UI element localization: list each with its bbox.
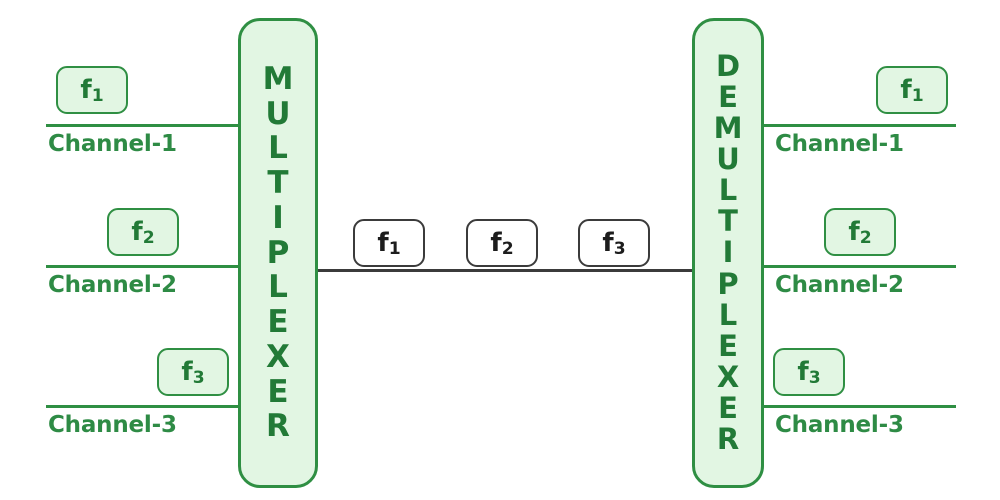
multiplexer-letter-6: L xyxy=(268,269,288,306)
input-signal-3-base: f xyxy=(181,357,193,387)
demultiplexer-letter-12: R xyxy=(716,421,740,456)
demultiplexer-letter-10: X xyxy=(716,359,740,394)
input-channel-line-2 xyxy=(46,265,314,268)
demultiplexer-letter-11: E xyxy=(718,390,738,425)
output-channel-line-1 xyxy=(760,124,956,127)
output-signal-3-sub: 3 xyxy=(808,368,821,388)
input-channel-line-3 xyxy=(46,405,314,408)
demultiplexer-letter-0: D xyxy=(715,49,741,84)
trunk-line xyxy=(310,269,698,272)
demultiplexer-letter-5: T xyxy=(718,204,738,239)
multiplexer-letter-8: X xyxy=(266,338,290,375)
input-signal-3-sub: 3 xyxy=(192,368,205,388)
demultiplexer-letter-6: I xyxy=(722,235,734,270)
multiplexer-label: M U L T I P L E X E R xyxy=(263,62,294,444)
input-signal-1-base: f xyxy=(80,75,92,105)
output-channel-label-1: Channel-1 xyxy=(775,131,904,157)
multiplexer-letter-0: M xyxy=(262,61,294,98)
demultiplexer-letter-8: L xyxy=(718,297,738,332)
trunk-signal-2-sub: 2 xyxy=(501,239,514,259)
input-channel-label-1: Channel-1 xyxy=(48,131,177,157)
multiplexer-letter-9: E xyxy=(267,373,289,410)
output-signal-1-sub: 1 xyxy=(911,86,924,106)
demultiplexer-letter-9: E xyxy=(718,328,738,363)
demultiplexer-letter-3: U xyxy=(716,142,740,177)
output-signal-1-base: f xyxy=(900,75,912,105)
input-channel-line-1 xyxy=(46,124,314,127)
output-channel-line-3 xyxy=(760,405,956,408)
output-channel-line-2 xyxy=(760,265,956,268)
multiplexer-letter-4: I xyxy=(272,199,284,236)
demultiplexer-block[interactable]: D E M U L T I P L E X E R xyxy=(692,18,764,488)
demultiplexer-label: D E M U L T I P L E X E R xyxy=(714,51,743,454)
multiplexer-letter-10: R xyxy=(266,408,290,445)
multiplexer-letter-5: P xyxy=(266,234,290,271)
input-signal-2-base: f xyxy=(131,217,143,247)
trunk-signal-2-base: f xyxy=(490,228,502,258)
multiplexer-letter-7: E xyxy=(267,304,289,341)
output-signal-2-sub: 2 xyxy=(859,228,872,248)
input-channel-label-3: Channel-3 xyxy=(48,412,177,438)
output-signal-3-base: f xyxy=(797,357,809,387)
multiplexer-block[interactable]: M U L T I P L E X E R xyxy=(238,18,318,488)
demultiplexer-letter-2: M xyxy=(713,111,743,146)
multiplexer-letter-2: L xyxy=(268,130,288,167)
output-channel-label-3: Channel-3 xyxy=(775,412,904,438)
trunk-signal-1-sub: 1 xyxy=(388,239,401,259)
output-signal-2-base: f xyxy=(848,217,860,247)
demultiplexer-letter-1: E xyxy=(718,80,738,115)
trunk-signal-3-base: f xyxy=(602,228,614,258)
demultiplexer-letter-7: P xyxy=(717,266,739,301)
trunk-signal-3-sub: 3 xyxy=(613,239,626,259)
output-channel-label-2: Channel-2 xyxy=(775,272,904,298)
input-channel-label-2: Channel-2 xyxy=(48,272,177,298)
input-signal-1-sub: 1 xyxy=(91,86,104,106)
demultiplexer-letter-4: L xyxy=(718,173,738,208)
multiplexer-letter-1: U xyxy=(265,95,291,132)
trunk-signal-1-base: f xyxy=(377,228,389,258)
multiplexer-letter-3: T xyxy=(267,165,289,202)
input-signal-2-sub: 2 xyxy=(142,228,155,248)
